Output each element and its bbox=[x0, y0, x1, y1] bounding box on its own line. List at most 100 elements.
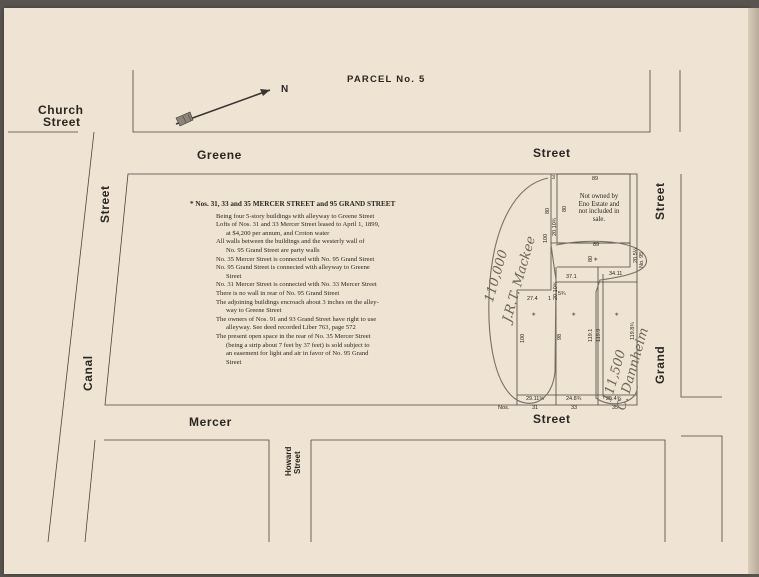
not-owned-line-1: Not owned by bbox=[579, 193, 619, 200]
dim-lot-119-9: 119.9 bbox=[596, 329, 602, 342]
dim-side-2010: 20.10¾ bbox=[553, 281, 559, 300]
book-spine bbox=[748, 8, 759, 574]
map-title: PARCEL No. 5 bbox=[347, 74, 425, 85]
not-owned-line-2: Eno Estate and bbox=[578, 200, 620, 208]
atlas-page bbox=[4, 8, 750, 574]
not-owned-note: Not owned by Eno Estate and not included… bbox=[565, 193, 633, 223]
house-number-35: 35 bbox=[612, 405, 618, 411]
dim-east-80: 80 bbox=[588, 256, 594, 262]
block-outlines bbox=[8, 70, 723, 543]
block-main bbox=[104, 173, 638, 406]
note-line: There is no wall in rear of No. 95 Grand… bbox=[216, 289, 340, 297]
not-owned-line-3: not included in bbox=[578, 208, 620, 216]
note-line: alleyway. See deed recorded Liber 763, p… bbox=[226, 324, 356, 332]
dim-top-width: 89 bbox=[592, 176, 598, 182]
howard-street-label-2: Street bbox=[293, 451, 302, 474]
dim-alley-left: 80 bbox=[545, 208, 551, 214]
note-paragraph: No. 31 Mercer Street is connected with N… bbox=[190, 281, 450, 290]
dim-alley-depth: 20.10¾ bbox=[552, 217, 558, 236]
dim-grand-front: 20.5¼ bbox=[633, 247, 639, 263]
dim-lot-100-b: 100 bbox=[520, 334, 526, 343]
dim-left-1: 1 bbox=[548, 296, 551, 302]
note-paragraph: The present open space in the rear of No… bbox=[190, 333, 450, 367]
note-paragraph: The owners of Nos. 91 and 93 Grand Stree… bbox=[190, 316, 450, 333]
greene-street-label: Greene bbox=[197, 148, 242, 162]
not-owned-line-4: sale. bbox=[592, 215, 606, 223]
lot-dimensions: 3 89 80 80 20.10¾ 89 20.5¼ No. 95 37.1 3… bbox=[498, 175, 645, 411]
dim-grand-no: No. 95 bbox=[639, 252, 645, 268]
house-number-33: 33 bbox=[571, 405, 577, 411]
notes-body: Being four 5-story buildings with alleyw… bbox=[190, 213, 450, 368]
note-paragraph: Lofts of Nos. 31 and 33 Mercer Street le… bbox=[190, 221, 450, 238]
north-label: N bbox=[281, 84, 288, 95]
note-line: at $4,200 per annum, and Croton water bbox=[226, 229, 330, 237]
svg-text:*: * bbox=[572, 312, 576, 320]
mercer-street-label: Mercer bbox=[189, 415, 232, 429]
svg-text:*: * bbox=[532, 312, 536, 320]
dim-top: 3 bbox=[552, 175, 555, 181]
block-south-mid bbox=[310, 439, 666, 542]
canal-street-label: Canal bbox=[81, 355, 95, 391]
canal-street-line bbox=[47, 131, 95, 543]
dim-mid-94: 34.11 bbox=[609, 271, 622, 277]
dim-lot-100-a: 100 bbox=[543, 234, 549, 243]
block-northwest bbox=[132, 70, 651, 133]
note-paragraph: There is no wall in rear of No. 95 Grand… bbox=[190, 290, 450, 299]
dim-mid-97: 37.1 bbox=[566, 274, 577, 280]
note-line: All walls between the buildings and the … bbox=[216, 238, 365, 246]
dim-alley-right: 80 bbox=[562, 206, 568, 212]
lot-asterisks: * * * * bbox=[532, 257, 619, 320]
dim-lot-98: 98 bbox=[557, 334, 563, 340]
lot-95-grand bbox=[557, 242, 631, 268]
note-line: The adjoining buildings encroach about 3… bbox=[216, 298, 379, 306]
note-line: No. 95 Grand Street are party walls bbox=[226, 246, 320, 254]
mercer-street-label-2: Street bbox=[533, 412, 571, 426]
greene-street-label-2: Street bbox=[533, 146, 571, 160]
property-notes: * Nos. 31, 33 and 35 MERCER STREET and 9… bbox=[190, 200, 450, 367]
lot-divider-1 bbox=[516, 243, 552, 405]
dim-front-1: 29.11¾ bbox=[526, 396, 544, 402]
note-paragraph: No. 95 Grand Street is connected with al… bbox=[190, 264, 450, 281]
house-nos-label: Nos. bbox=[498, 405, 510, 411]
note-line: No. 95 Grand Street is connected with al… bbox=[216, 264, 370, 272]
church-street-label-2: Street bbox=[43, 115, 81, 129]
dim-frac: 5¾ bbox=[558, 291, 566, 297]
note-line: Lofts of Nos. 31 and 33 Mercer Street le… bbox=[216, 221, 380, 229]
grand-street-label-top: Street bbox=[653, 182, 667, 220]
note-line: No. 31 Mercer Street is connected with N… bbox=[216, 281, 377, 289]
pencil-boundary-right bbox=[555, 240, 647, 405]
parcel-lots bbox=[516, 173, 637, 405]
grand-street-label: Grand bbox=[653, 346, 667, 384]
svg-text:*: * bbox=[594, 257, 598, 265]
dim-left-274: 27.4 bbox=[527, 296, 538, 302]
note-line: an easement for light and air in favor o… bbox=[226, 350, 369, 358]
block-east bbox=[680, 174, 722, 398]
notes-title: * Nos. 31, 33 and 35 MERCER STREET and 9… bbox=[190, 200, 396, 208]
north-arrow bbox=[175, 89, 271, 127]
note-paragraph: Being four 5-story buildings with alleyw… bbox=[190, 213, 450, 222]
howard-street-label-1: Howard bbox=[284, 447, 293, 476]
note-line: Street bbox=[226, 358, 242, 366]
canal-street-label-top: Street bbox=[98, 185, 112, 223]
dim-front-3: 25.4¾ bbox=[606, 396, 622, 402]
house-number-31: 31 bbox=[532, 405, 538, 411]
note-line: Being four 5-story buildings with alleyw… bbox=[216, 212, 375, 220]
note-line: Street bbox=[226, 272, 242, 280]
pencil-boundary-left bbox=[488, 177, 557, 404]
block-south-west bbox=[104, 439, 270, 542]
note-paragraph: No. 35 Mercer Street is connected with N… bbox=[190, 256, 450, 265]
svg-text:*: * bbox=[615, 312, 619, 320]
note-line: (being a strip about 7 feet by 37 feet) … bbox=[226, 341, 370, 349]
dim-front-2: 24.8¾ bbox=[566, 396, 582, 402]
block-south-east bbox=[681, 435, 723, 542]
block-south-howard bbox=[84, 439, 96, 543]
note-paragraph: All walls between the buildings and the … bbox=[190, 238, 450, 255]
church-street-label-1: Church bbox=[38, 103, 84, 117]
note-line: The owners of Nos. 91 and 93 Grand Stree… bbox=[216, 315, 377, 323]
dim-alley-bottom: 89 bbox=[593, 242, 599, 248]
alley-outline bbox=[550, 174, 558, 244]
note-line: The present open space in the rear of No… bbox=[216, 332, 371, 340]
dim-lot-119-8: 119.8¾ bbox=[630, 322, 636, 340]
note-paragraph: The adjoining buildings encroach about 3… bbox=[190, 299, 450, 316]
